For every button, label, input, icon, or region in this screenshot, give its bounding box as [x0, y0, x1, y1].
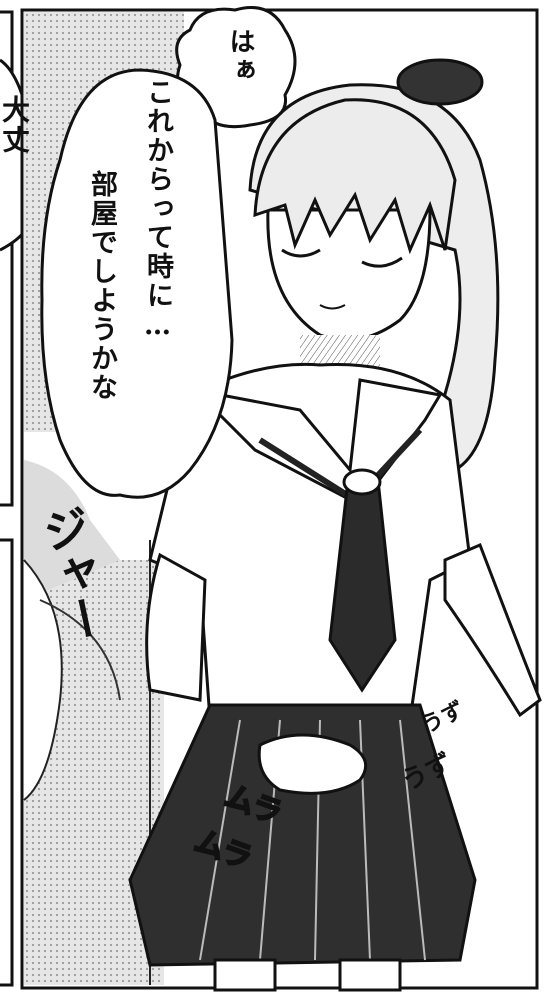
- left-edge-fragment: 大丈: [0, 95, 31, 155]
- speech-bubbles: [40, 6, 297, 499]
- girl-character: [128, 58, 542, 992]
- left-panels: [0, 0, 40, 1001]
- speech-bubble-line-2: 部屋でしようかな: [86, 170, 117, 402]
- speech-bubble-line-1: これからって時に…: [142, 78, 173, 343]
- speech-bubble-small-text: はぁ: [225, 28, 255, 84]
